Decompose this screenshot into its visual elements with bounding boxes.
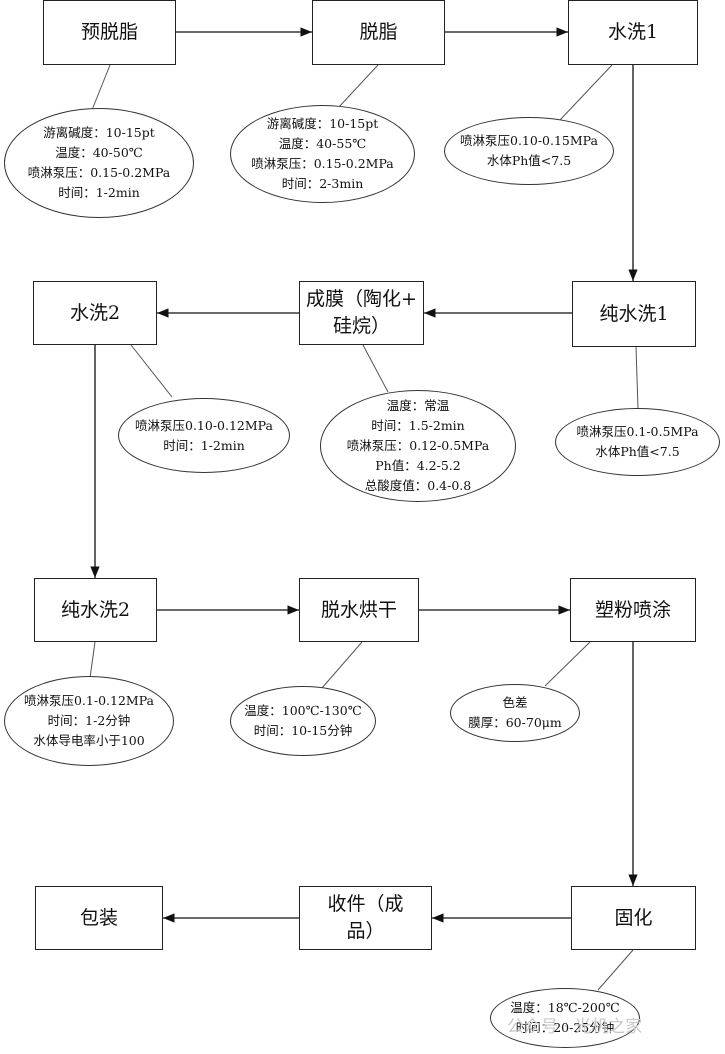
step-curing: 固化 [571, 886, 696, 950]
callout-line-1 [91, 64, 111, 111]
callout-line-10 [597, 949, 634, 991]
step-degrease: 脱脂 [312, 0, 445, 65]
params-rinse-2: 喷淋泵压0.10-0.12MPa 时间：1-2min [118, 398, 290, 473]
step-pure-rinse-2: 纯水洗2 [34, 578, 157, 642]
callout-line-3 [559, 64, 613, 121]
step-pure-rinse-1: 纯水洗1 [572, 281, 696, 347]
step-receive-product: 收件（成品） [299, 886, 432, 950]
step-powder-spray: 塑粉喷涂 [570, 578, 696, 642]
step-rinse-1: 水洗1 [568, 0, 698, 65]
params-pure-rinse-2: 喷淋泵压0.1-0.12MPa 时间：1-2分钟 水体导电率小于100 [4, 676, 174, 766]
params-film-forming: 温度：常温 时间：1.5-2min 喷淋泵压：0.12-0.5MPa Ph值：4… [320, 390, 516, 502]
params-degrease: 游离碱度：10-15pt 温度：40-55℃ 喷淋泵压：0.15-0.2MPa … [230, 105, 415, 203]
params-curing: 温度：18℃-200℃ 时间：20-25分钟 [490, 988, 640, 1048]
params-dehydrate-dry: 温度：100℃-130℃ 时间：10-15分钟 [230, 686, 376, 756]
callout-line-8 [321, 641, 363, 689]
params-rinse-1: 喷淋泵压0.10-0.15MPa 水体Ph值<7.5 [444, 117, 614, 185]
params-pure-rinse-1: 喷淋泵压0.1-0.5MPa 水体Ph值<7.5 [555, 408, 720, 476]
callout-line-2 [337, 64, 379, 109]
step-packaging: 包装 [35, 886, 163, 950]
step-dehydrate-dry: 脱水烘干 [299, 578, 419, 642]
params-powder-spray: 色差 膜厚：60-70μm [450, 684, 580, 742]
callout-line-6 [130, 344, 173, 398]
step-film-forming: 成膜（陶化+硅烷） [299, 281, 424, 345]
callout-line-7 [89, 641, 96, 679]
callout-line-4 [635, 346, 639, 410]
step-rinse-2: 水洗2 [33, 281, 157, 345]
step-pre-degrease: 预脱脂 [43, 0, 176, 65]
callout-line-9 [544, 641, 591, 687]
callout-line-5 [362, 344, 389, 393]
watermark: 公众号 · 光机之家 [507, 1017, 643, 1037]
params-pre-degrease: 游离碱度：10-15pt 温度：40-50℃ 喷淋泵压：0.15-0.2MPa … [4, 108, 194, 218]
